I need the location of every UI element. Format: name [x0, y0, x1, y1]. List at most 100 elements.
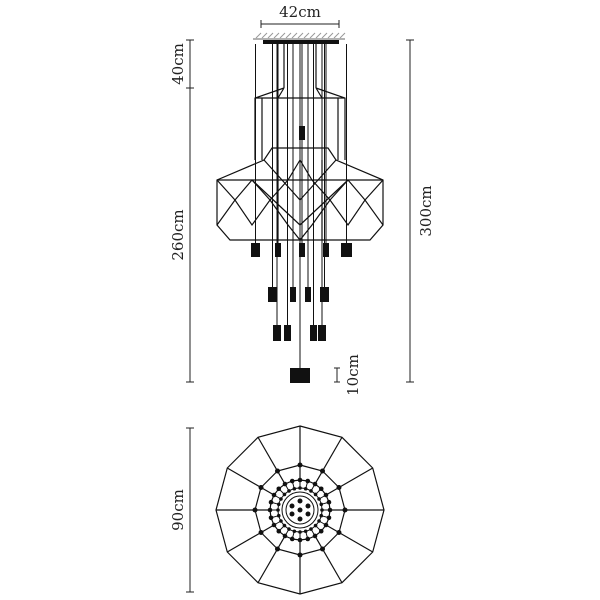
node-dot: [267, 507, 273, 513]
node-dot: [326, 515, 332, 521]
node-dot: [319, 513, 324, 518]
node-dot: [323, 492, 329, 498]
node-dot: [292, 486, 297, 491]
node-dot: [317, 519, 321, 523]
hatch-line: [267, 32, 274, 39]
chandelier-top-view: [215, 425, 385, 595]
pendant-light: [273, 325, 281, 341]
spoke: [226, 524, 275, 553]
center-dot: [297, 507, 303, 513]
hatch-line: [273, 32, 280, 39]
ceiling-hatch: [253, 32, 346, 44]
pendant-height-dimension: 10cm: [334, 354, 362, 396]
node-dot: [297, 537, 303, 543]
node-dot: [320, 546, 325, 552]
pendant-light: [323, 243, 329, 257]
center-dot: [297, 498, 303, 504]
node-dot: [327, 507, 333, 513]
node-dot: [282, 481, 288, 487]
hatch-line: [291, 32, 298, 39]
center-dot: [305, 511, 311, 517]
node-dot: [297, 477, 303, 483]
node-dot: [289, 536, 295, 542]
node-dot: [309, 527, 313, 531]
pendant-lights: [251, 126, 352, 383]
center-dot: [289, 511, 295, 517]
pendant-light: [310, 325, 317, 341]
hatch-line: [297, 32, 304, 39]
spoke: [325, 467, 374, 496]
spoke: [314, 535, 343, 584]
node-dot: [276, 513, 281, 518]
diameter-label: 90cm: [169, 489, 187, 531]
node-dot: [252, 507, 258, 513]
pendant-cords: [255, 44, 347, 368]
diameter-dimension: 90cm: [169, 427, 194, 593]
node-dot: [276, 486, 282, 492]
node-dot: [298, 530, 302, 534]
node-dot: [271, 492, 277, 498]
pendant-light: [251, 243, 260, 257]
node-dot: [287, 489, 291, 493]
spoke: [226, 467, 275, 496]
pendant-light: [284, 325, 291, 341]
node-dot: [282, 492, 287, 497]
node-dot: [268, 515, 274, 521]
pendant-light: [290, 368, 310, 383]
pendant-light: [341, 243, 352, 257]
node-dot: [279, 519, 283, 523]
center-dot: [289, 503, 295, 509]
center-dot: [305, 503, 311, 509]
node-dot: [275, 546, 280, 552]
node-dot: [320, 468, 325, 474]
node-dot: [282, 533, 288, 539]
total-height-dimension: 300cm: [406, 39, 435, 383]
pendant-light: [275, 243, 281, 257]
node-dot: [298, 486, 302, 490]
hatch-line: [255, 32, 262, 39]
node-dot: [287, 527, 291, 531]
node-dot: [276, 528, 282, 534]
core-ring: [285, 495, 315, 525]
node-dot: [258, 530, 264, 535]
pendant-height-label: 10cm: [344, 354, 362, 396]
node-dot: [313, 523, 318, 528]
pendant-light: [320, 287, 329, 302]
node-dot: [271, 522, 277, 528]
node-dot: [318, 528, 324, 534]
body-height-label: 260cm: [169, 209, 187, 260]
node-dot: [336, 530, 342, 535]
pendant-light: [268, 287, 277, 302]
node-dot: [312, 533, 318, 539]
node-dot: [317, 497, 321, 501]
node-dot: [282, 523, 287, 528]
node-dot: [297, 552, 303, 558]
node-dot: [342, 507, 348, 513]
hatch-line: [321, 32, 328, 39]
core-ring: [281, 491, 319, 529]
left-height-dimension: 40cm 260cm: [169, 39, 194, 383]
hatch-line: [309, 32, 316, 39]
node-dot: [323, 522, 329, 528]
canopy-width-label: 42cm: [279, 3, 321, 21]
node-dot: [326, 499, 332, 505]
top-drop-label: 40cm: [169, 43, 187, 85]
total-height-label: 300cm: [417, 185, 435, 236]
pendant-light: [299, 126, 305, 140]
node-dot: [258, 485, 264, 490]
pendant-light: [290, 287, 296, 302]
node-dot: [309, 489, 313, 493]
hatch-line: [285, 32, 292, 39]
node-dot: [318, 486, 324, 492]
node-dot: [305, 478, 311, 484]
pendant-light: [318, 325, 326, 341]
spoke: [257, 535, 286, 584]
node-dot: [276, 502, 281, 507]
hatch-line: [279, 32, 286, 39]
hatch-line: [333, 32, 340, 39]
hatch-line: [315, 32, 322, 39]
hatch-line: [327, 32, 334, 39]
node-dot: [312, 481, 318, 487]
node-dot: [305, 536, 311, 542]
